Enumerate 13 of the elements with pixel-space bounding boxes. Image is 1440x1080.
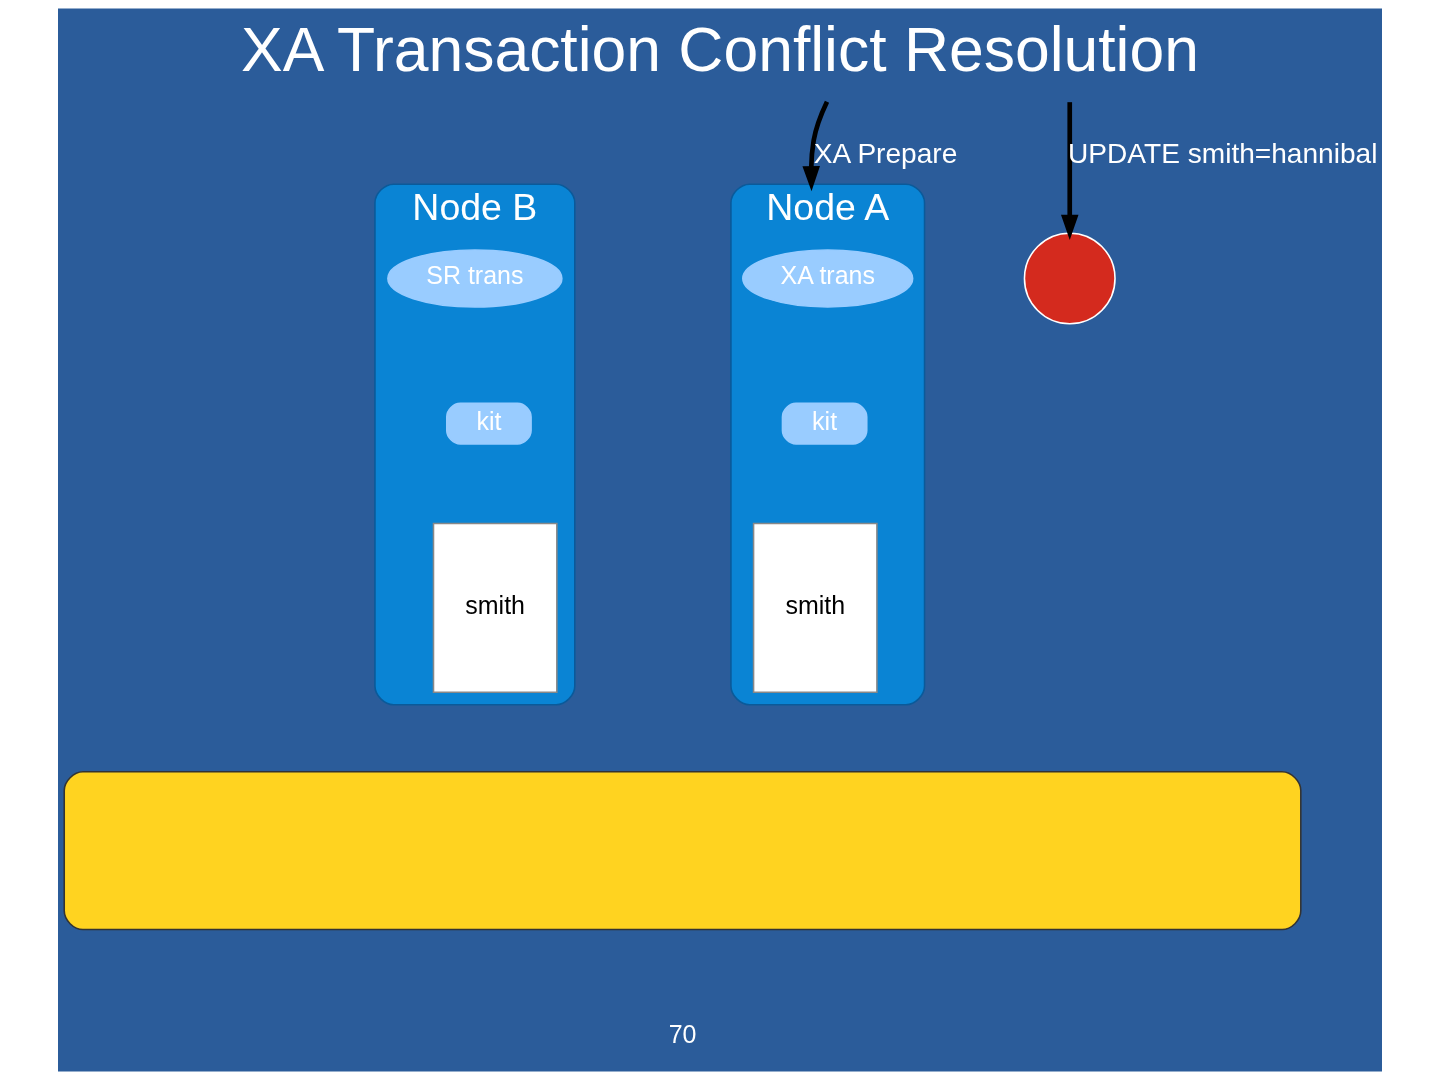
edge-label: XA Prepare [813, 137, 958, 169]
label: 70 [668, 1020, 697, 1049]
node-box: smith [752, 522, 878, 693]
node-ellipse: XA trans [742, 249, 914, 308]
node-box [63, 771, 1302, 931]
arrow [802, 100, 830, 192]
node-box: kit [781, 402, 868, 445]
node-circle [1023, 232, 1116, 325]
diagram-title: XA Transaction Conflict Resolution [241, 13, 1199, 84]
node-box: kit [446, 402, 532, 445]
node-box: smith [432, 522, 558, 693]
arrow [1060, 102, 1079, 240]
node-ellipse: SR trans [387, 249, 563, 308]
